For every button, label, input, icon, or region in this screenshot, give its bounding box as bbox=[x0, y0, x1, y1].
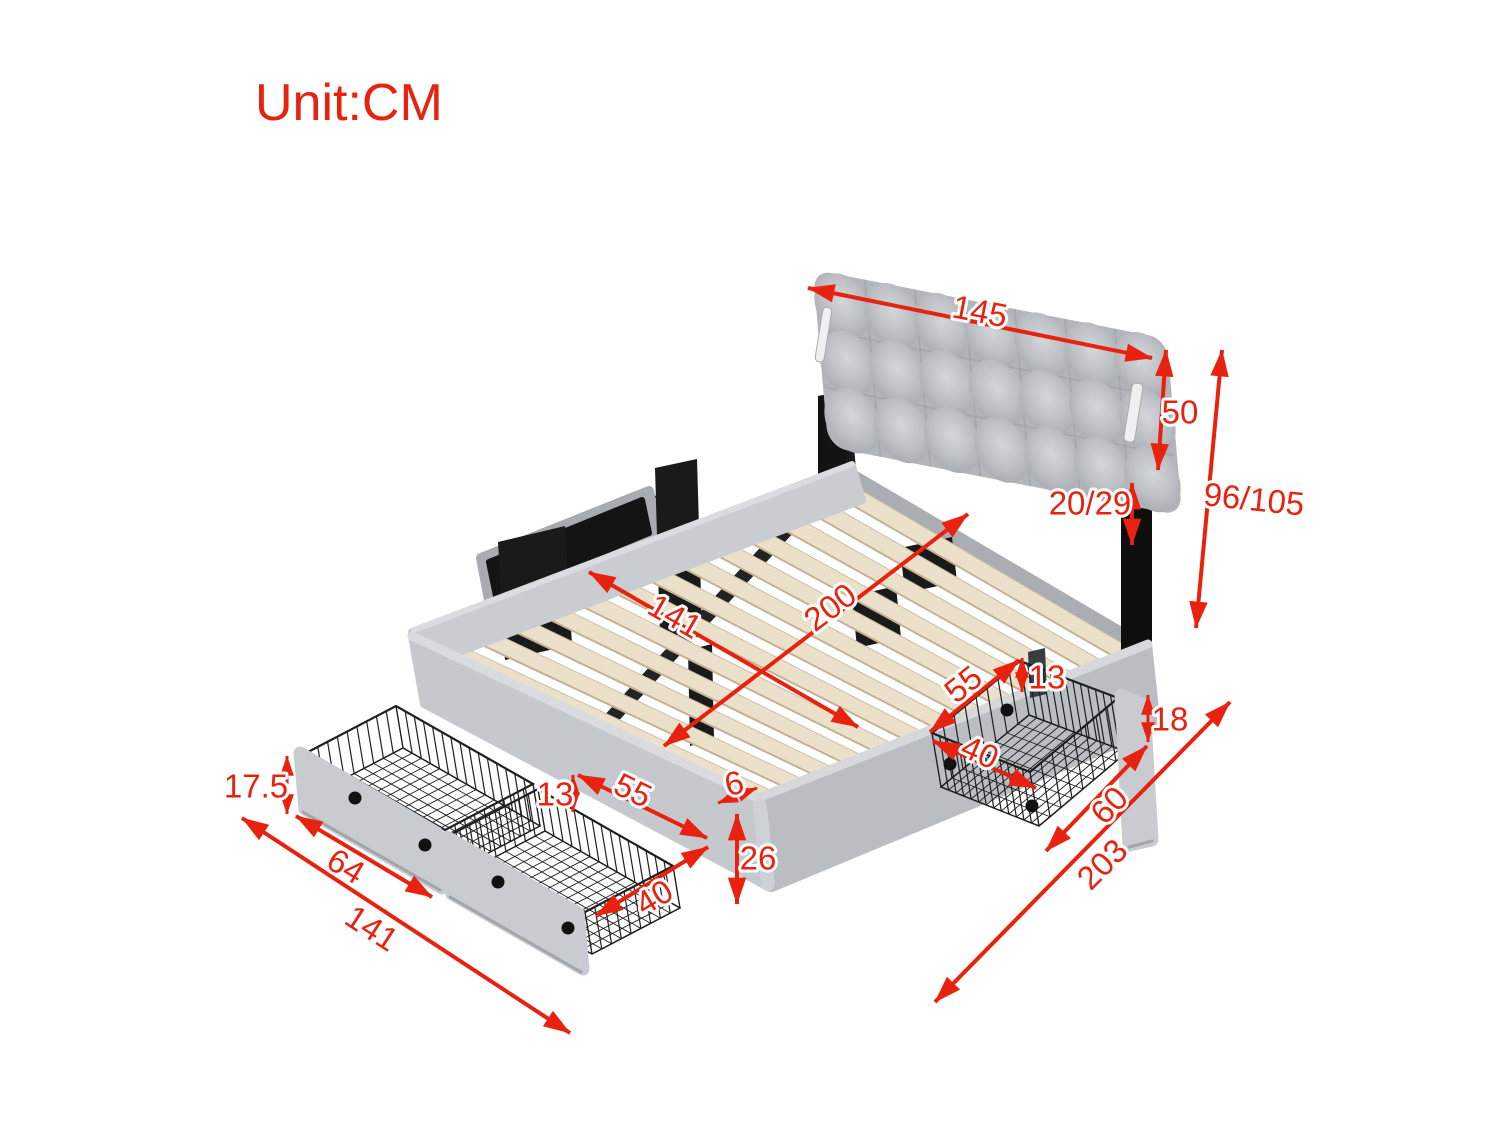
dim-label-overall-width: 141 bbox=[339, 897, 405, 958]
dim-label-headboard-to-floor: 96/105 bbox=[1202, 475, 1306, 522]
drawer-opening bbox=[1028, 648, 1047, 698]
dim-label-side-basket-height: 13 bbox=[1029, 659, 1066, 696]
dim-label-foot-basket-height: 13 bbox=[537, 776, 574, 813]
dim-arrow-frame-edge bbox=[717, 786, 758, 805]
dim-arrow-foot-drawer-depth bbox=[577, 773, 708, 840]
dim-label-headboard-height: 50 bbox=[1162, 394, 1199, 431]
dim-label-side-rail-height: 26 bbox=[740, 840, 777, 877]
foot-drawer-2-front bbox=[440, 830, 590, 976]
dimension-annotations: 145 50 96/105 20/29 141 200 55 13 18 40 … bbox=[221, 284, 1309, 1035]
dim-arrow-headboard-to-floor bbox=[1189, 349, 1229, 629]
dim-label-side-front-height: 18 bbox=[1152, 701, 1189, 738]
unit-label: Unit:CM bbox=[255, 74, 443, 132]
dim-label-headboard-clearance: 20/29 bbox=[1049, 485, 1132, 522]
dim-label-foot-front-height: 17.5 bbox=[224, 768, 288, 805]
dim-arrow-headboard-width bbox=[807, 284, 1153, 362]
headboard-bracket-right bbox=[1123, 382, 1144, 443]
dim-arrow-slat-length bbox=[662, 512, 970, 748]
dim-arrow-overall-length bbox=[933, 700, 1232, 1004]
dim-arrow-overall-width bbox=[240, 816, 572, 1035]
dim-arrow-headboard-height bbox=[1150, 349, 1174, 471]
dim-arrow-foot-drawer-width bbox=[594, 845, 710, 918]
